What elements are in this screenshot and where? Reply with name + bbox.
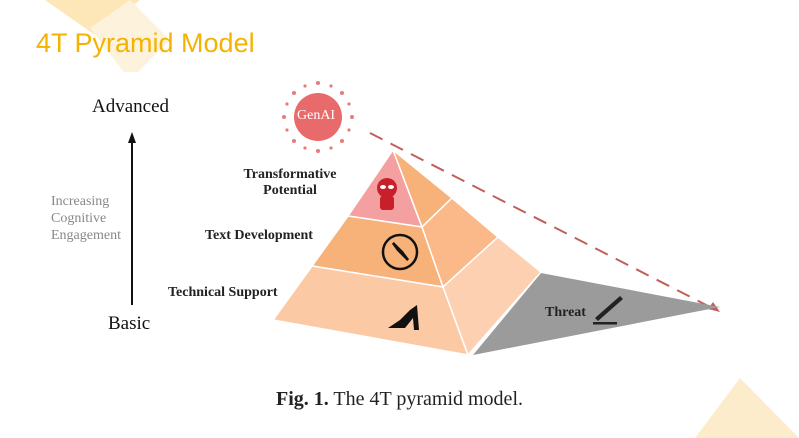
genai-label: GenAI <box>297 108 336 123</box>
genai-sun-icon <box>282 81 354 153</box>
caption-text: The 4T pyramid model. <box>328 388 523 410</box>
level-label-transformative: Transformative Potential <box>243 167 337 198</box>
axis-line: Increasing <box>51 194 110 209</box>
axis-line: Engagement <box>51 228 121 243</box>
arrow-head-icon <box>128 132 136 143</box>
high-heel-icon <box>388 305 419 330</box>
axis-description: Increasing Cognitive Engagement <box>51 193 121 244</box>
compass-icon <box>381 233 419 271</box>
figure-caption: Fig. 1. The 4T pyramid model. <box>0 388 799 411</box>
level-base-side <box>442 236 543 357</box>
caption-number: Fig. 1. <box>275 388 329 410</box>
syringe-icon <box>593 296 623 325</box>
trend-dashed-arrow <box>369 132 713 309</box>
axis-basic-label: Basic <box>108 313 151 334</box>
threat-shadow <box>473 273 720 355</box>
threat-label: Threat <box>545 305 586 320</box>
level-label-text-development: Text Development <box>205 228 313 243</box>
axis-advanced-label: Advanced <box>92 96 170 117</box>
spiderman-icon <box>377 178 397 210</box>
level-label-technical-support: Technical Support <box>168 285 278 300</box>
axis-line: Cognitive <box>51 211 107 226</box>
slide-title: 4T Pyramid Model <box>36 28 255 58</box>
